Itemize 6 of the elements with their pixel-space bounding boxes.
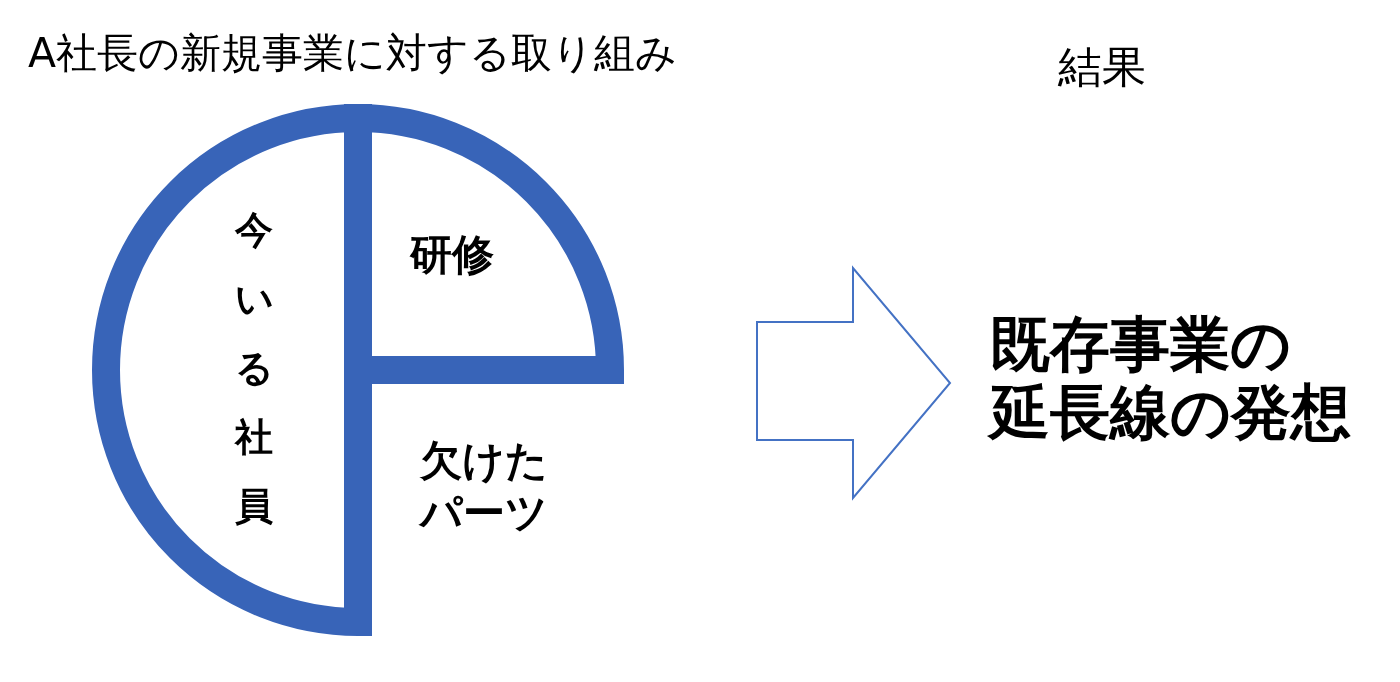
title: A社長の新規事業に対する取り組み: [28, 28, 678, 79]
heading: 結果: [1058, 40, 1146, 94]
vertical-label: 今いる社員: [233, 207, 275, 530]
segment-label: 研修: [410, 229, 494, 281]
block-arrow: [756, 265, 952, 501]
segment-label: 欠けたパーツ: [420, 435, 549, 539]
